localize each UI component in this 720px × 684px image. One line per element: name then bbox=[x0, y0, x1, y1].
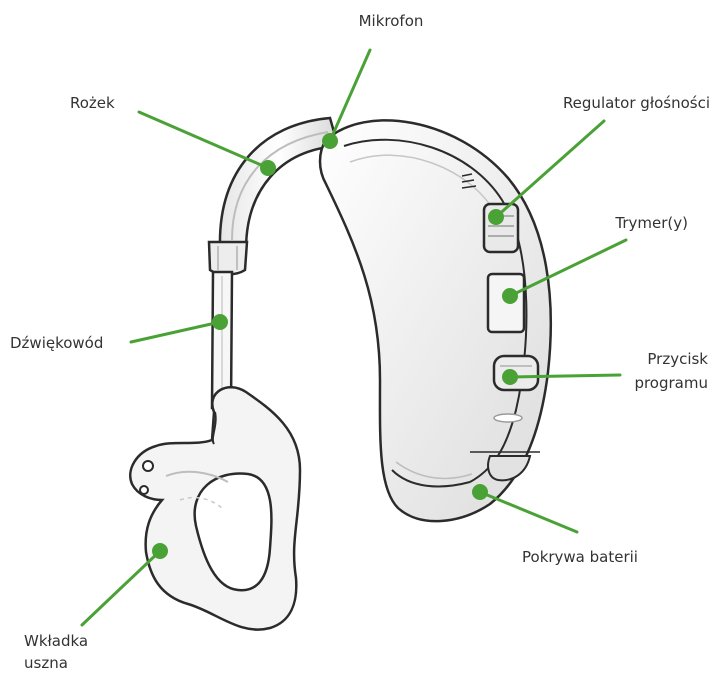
label-earmold-line1: Wkładka bbox=[24, 630, 88, 652]
battery-cover bbox=[488, 456, 530, 480]
green-dot-marker bbox=[212, 314, 228, 330]
leader-battery bbox=[480, 492, 577, 532]
green-dot-marker bbox=[502, 288, 518, 304]
green-dot-marker bbox=[152, 543, 168, 559]
label-volume: Regulator głośności bbox=[500, 92, 710, 114]
leader-volume bbox=[496, 121, 604, 217]
leader-tube bbox=[131, 322, 220, 342]
green-dot-marker bbox=[260, 160, 276, 176]
label-tube: Dźwiękowód bbox=[10, 332, 103, 354]
leader-earmold bbox=[82, 551, 160, 625]
green-dot-marker bbox=[488, 209, 504, 225]
label-trimmer: Trymer(y) bbox=[580, 212, 688, 234]
label-battery: Pokrywa baterii bbox=[522, 546, 638, 568]
green-dot-marker bbox=[322, 133, 338, 149]
label-earmold-line2: uszna bbox=[24, 652, 68, 674]
trimmer-panel bbox=[488, 274, 524, 332]
tube-connector bbox=[209, 242, 247, 275]
label-microphone: Mikrofon bbox=[336, 10, 446, 32]
ear-hook bbox=[220, 118, 338, 250]
label-program-line1: Przycisk bbox=[590, 348, 708, 370]
label-program-line2: programu bbox=[590, 372, 708, 394]
green-dot-marker bbox=[472, 484, 488, 500]
green-dot-marker bbox=[502, 369, 518, 385]
label-horn: Rożek bbox=[70, 92, 115, 114]
leader-horn bbox=[139, 112, 268, 168]
